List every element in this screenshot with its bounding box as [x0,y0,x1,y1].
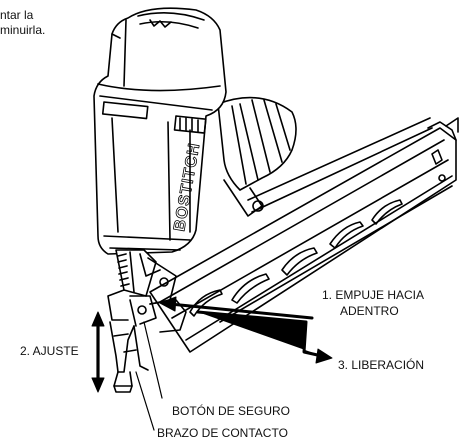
label-release: 3. LIBERACIÓN [338,358,425,372]
contact-arm-leader [135,371,155,431]
label-contact-arm: BRAZO DE CONTACTO [157,426,288,440]
label-safety-button: BOTÓN DE SEGURO [172,404,291,418]
release-arrow [196,310,333,364]
label-push-in-line-2: ADENTRO [340,304,399,318]
nose-assembly [107,249,187,333]
intro-text-line-2: minuirla. [0,23,46,37]
label-push-in-line-1: 1. EMPUJE HACIA [322,288,425,302]
magazine-rail [149,117,459,353]
label-adjust: 2. AJUSTE [20,344,79,358]
handle [217,96,297,217]
motor-housing [93,7,227,255]
safety-button-leader [143,321,163,399]
contact-arm [109,299,149,393]
adjust-arrow [91,311,105,393]
intro-text-line-1: ntar la [0,8,34,22]
push-in-arrow [159,296,314,320]
